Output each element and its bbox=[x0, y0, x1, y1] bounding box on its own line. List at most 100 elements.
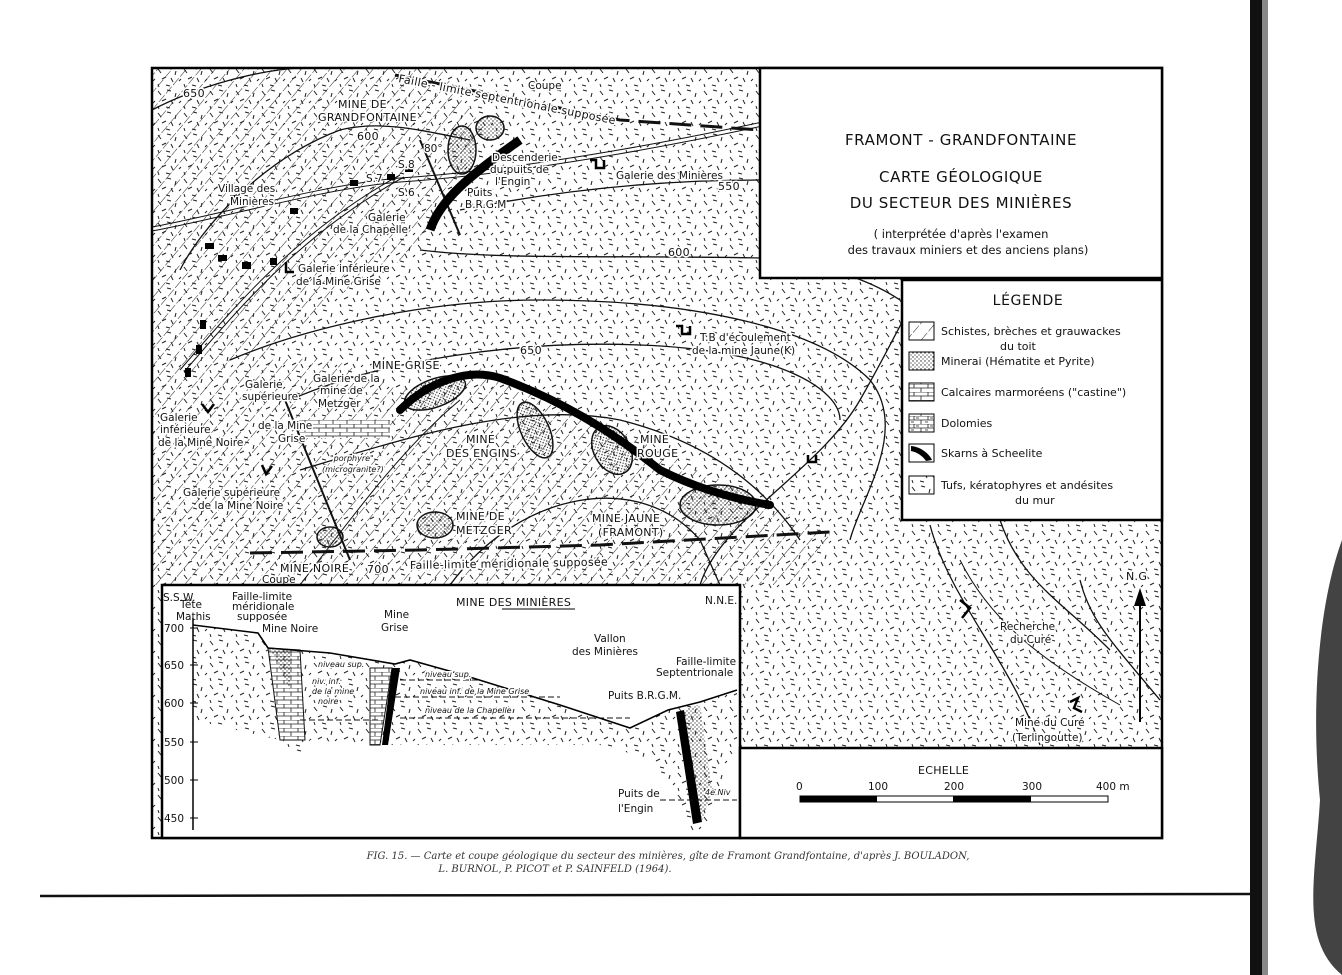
place-label: S.7 bbox=[366, 173, 383, 185]
level-label: niveau sup. bbox=[318, 660, 364, 669]
caption-line-2: L. BURNOL, P. PICOT et P. SAINFELD (1964… bbox=[437, 864, 671, 875]
elevation-ticks: 700 650 600 550 500 450 bbox=[164, 623, 198, 825]
place-label: inférieure bbox=[160, 424, 211, 436]
mine-label: MINE DE bbox=[338, 98, 387, 111]
legend-item-label: Tufs, kératophyres et andésites bbox=[940, 479, 1113, 492]
place-label: de la Mine bbox=[258, 420, 312, 432]
section-skarn-grise bbox=[382, 668, 400, 745]
mine-label: MINE bbox=[466, 433, 495, 446]
section-label: Faille-limite bbox=[676, 656, 736, 668]
place-label: l'Engin bbox=[495, 176, 530, 188]
section-ore-north bbox=[684, 704, 712, 822]
mine-label: GRANDFONTAINE bbox=[318, 111, 417, 124]
skarn-band bbox=[396, 370, 774, 509]
section-label: Vallon bbox=[594, 633, 626, 645]
level-label: 4e Niv bbox=[705, 788, 731, 797]
gallery-symbols bbox=[201, 158, 1083, 714]
contour-label: 650 bbox=[183, 87, 205, 100]
cross-section: 700 650 600 550 500 450 MINE DES MINIÈRE… bbox=[160, 583, 742, 840]
place-label: Galerie inférieure bbox=[298, 263, 390, 275]
contour-label: 600 bbox=[668, 246, 690, 259]
section-ore bbox=[270, 648, 292, 690]
tick-label: 650 bbox=[164, 660, 184, 672]
legend-swatch-skarn bbox=[908, 443, 935, 463]
scale-tick: 400 m bbox=[1096, 781, 1130, 793]
title-line-2: CARTE GÉOLOGIQUE bbox=[879, 167, 1043, 186]
mine-label: DES ENGINS bbox=[446, 447, 517, 460]
page-binding-edge bbox=[1250, 0, 1262, 975]
fault-south bbox=[249, 530, 831, 555]
section-label: Puits de bbox=[618, 788, 660, 800]
place-label: Mine du Curé bbox=[1015, 717, 1085, 729]
section-label: Mine bbox=[384, 609, 409, 621]
title-line-3: DU SECTEUR DES MINIÈRES bbox=[850, 193, 1073, 212]
legend-item-label: du mur bbox=[1015, 494, 1055, 507]
level-label: niveau inf. de la Mine Grise bbox=[420, 687, 529, 696]
section-label: Tête bbox=[179, 599, 202, 611]
place-label: Village des bbox=[218, 183, 275, 195]
level-labels: 4e Niv niveau sup. niv. inf. de la mine … bbox=[311, 659, 733, 799]
arrow-up-icon bbox=[1134, 588, 1146, 606]
skarn-band-north bbox=[425, 136, 523, 232]
fault-south-label: Faille-limite méridionale supposée bbox=[410, 556, 608, 572]
section-label: Mathis bbox=[176, 611, 211, 623]
place-label: de la Chapelle bbox=[333, 224, 408, 236]
legend-heading: LÉGENDE bbox=[993, 292, 1064, 309]
mine-levels bbox=[300, 679, 737, 801]
place-label: de la mine Jaune(K) bbox=[692, 345, 795, 357]
mine-label: (FRAMONT) bbox=[598, 526, 663, 539]
caption-line-1: FIG. 15. — Carte et coupe géologique du … bbox=[366, 851, 970, 862]
place-label: du Curé bbox=[1010, 634, 1051, 646]
place-label: Grise bbox=[278, 433, 305, 445]
legend-swatch-dolomite bbox=[908, 413, 935, 433]
coupe-north-label: Coupe bbox=[528, 80, 562, 92]
section-labels: Tête Mathis Faille-limite méridionale su… bbox=[176, 591, 736, 815]
page-binding-shadow bbox=[1262, 0, 1268, 975]
section-label: supposée bbox=[237, 611, 287, 623]
legend-swatch-schist bbox=[908, 321, 935, 341]
tick-label: 450 bbox=[164, 813, 184, 825]
place-label: (Terlingoutte) bbox=[1012, 732, 1083, 744]
subtitle-line-2: des travaux miniers et des anciens plans… bbox=[848, 243, 1089, 257]
schist-zone bbox=[152, 68, 830, 585]
direction-ssw: S.S.W. bbox=[163, 592, 196, 604]
section-label: méridionale bbox=[232, 601, 294, 613]
place-label: Minières bbox=[230, 196, 274, 208]
legend-item-label: du toit bbox=[1000, 340, 1037, 353]
section-skarn-north bbox=[676, 710, 702, 824]
section-label: des Minières bbox=[572, 646, 638, 658]
tick-label: 550 bbox=[164, 737, 184, 749]
contour-label: 700 bbox=[367, 563, 389, 576]
scan-smudge bbox=[1313, 540, 1342, 975]
title-line-1: FRAMONT - GRANDFONTAINE bbox=[845, 131, 1077, 149]
place-label: Metzger bbox=[318, 398, 361, 410]
title-box: FRAMONT - GRANDFONTAINE CARTE GÉOLOGIQUE… bbox=[758, 66, 1164, 280]
direction-nne: N.N.E. bbox=[705, 595, 737, 607]
section-line-north bbox=[419, 139, 461, 236]
scale-tick: 200 bbox=[944, 781, 964, 793]
level-label: niveau de la Chapelle bbox=[425, 706, 512, 715]
place-label: mine de bbox=[320, 385, 363, 397]
tick-label: 500 bbox=[164, 775, 184, 787]
mine-label: METZGER bbox=[456, 524, 512, 537]
page-edge-line bbox=[39, 892, 1251, 898]
place-label: Puits bbox=[467, 187, 492, 199]
mine-label: MINE DE bbox=[456, 510, 505, 523]
north-label: N.G bbox=[1126, 570, 1147, 583]
scale-tick: 300 bbox=[1022, 781, 1042, 793]
legend-item-label: Dolomies bbox=[941, 417, 993, 430]
place-label: S.6 bbox=[398, 187, 415, 199]
place-label: "porphyre" bbox=[330, 454, 374, 463]
contour-label: 550 bbox=[718, 180, 740, 193]
place-label: de la Mine Noire bbox=[198, 500, 283, 512]
village-buildings bbox=[185, 166, 413, 377]
scale-box: ECHELLE 0 100 200 300 400 m bbox=[738, 746, 1164, 840]
north-arrow: N.G bbox=[1125, 569, 1148, 722]
section-label: Grise bbox=[381, 622, 408, 634]
roads bbox=[151, 89, 1121, 706]
section-tuff-body bbox=[193, 625, 737, 830]
level-label: niv. inf. bbox=[312, 677, 341, 686]
section-label: Puits B.R.G.M. bbox=[608, 690, 681, 702]
level-label: niveau sup. bbox=[425, 670, 471, 679]
